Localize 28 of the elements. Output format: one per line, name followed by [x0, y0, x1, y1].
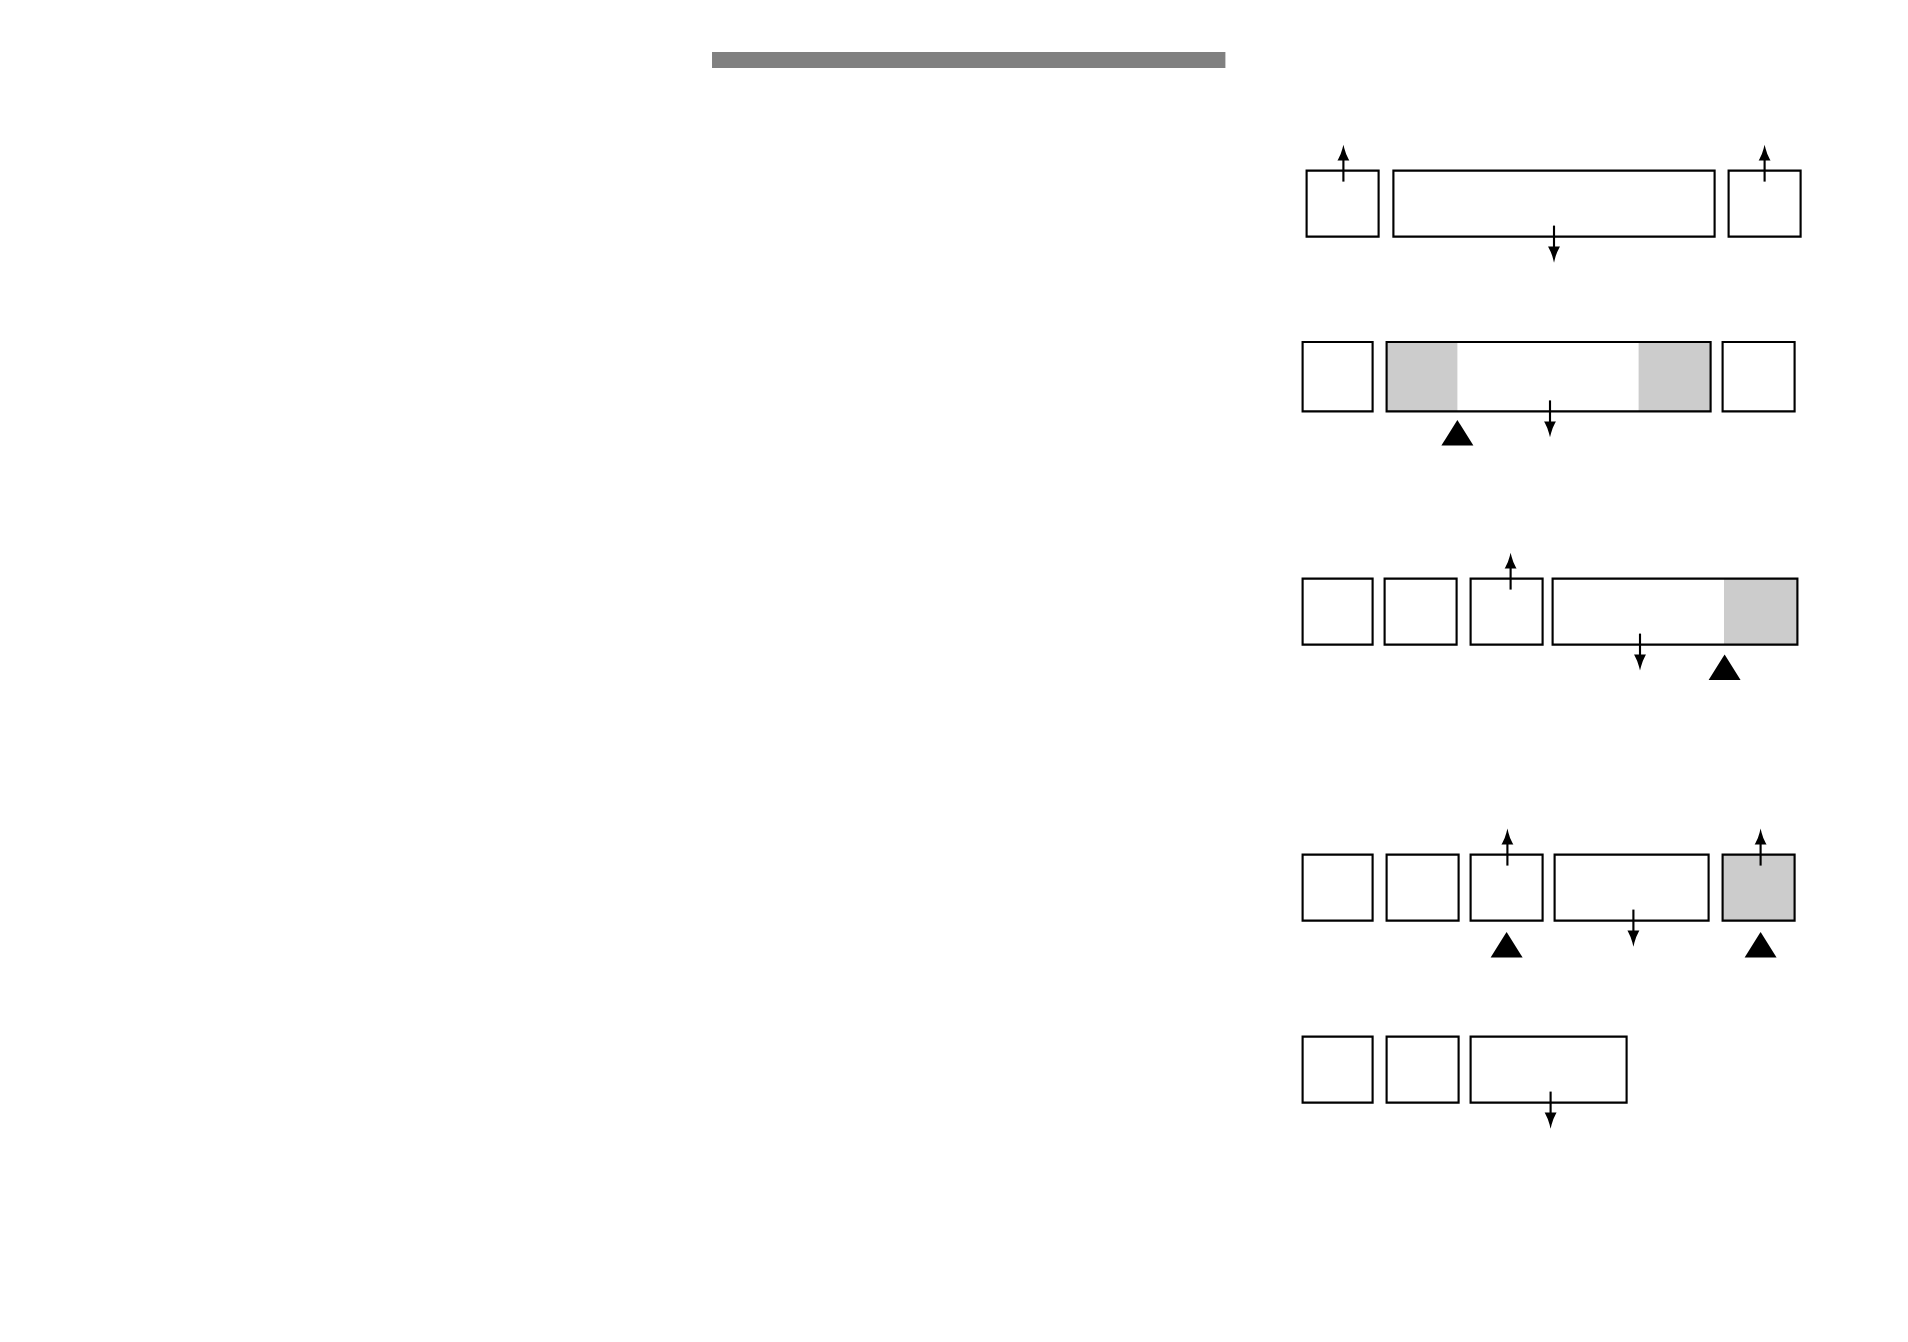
arrow — [1548, 225, 1560, 260]
box — [1469, 577, 1544, 646]
box — [1301, 1035, 1374, 1104]
box — [1305, 169, 1380, 238]
arrow — [1634, 633, 1646, 668]
box — [1301, 577, 1374, 646]
box — [1385, 1035, 1460, 1104]
box — [1469, 1035, 1628, 1104]
arrow — [1628, 909, 1639, 944]
box — [1301, 340, 1374, 413]
box — [1301, 853, 1374, 922]
arrow — [1544, 400, 1556, 435]
box — [1385, 853, 1460, 922]
box — [1383, 577, 1458, 646]
arrow — [1505, 555, 1516, 590]
box — [1727, 169, 1802, 238]
box — [1551, 577, 1799, 646]
box — [1469, 853, 1544, 922]
arrow — [1759, 147, 1770, 182]
arrow — [1502, 831, 1513, 866]
arrow — [1338, 147, 1349, 182]
arrow — [1545, 1091, 1556, 1126]
box — [1721, 340, 1796, 413]
box — [1721, 853, 1796, 922]
box — [1392, 169, 1716, 238]
box — [1553, 853, 1710, 922]
box — [1385, 340, 1712, 413]
arrow — [1755, 831, 1766, 866]
